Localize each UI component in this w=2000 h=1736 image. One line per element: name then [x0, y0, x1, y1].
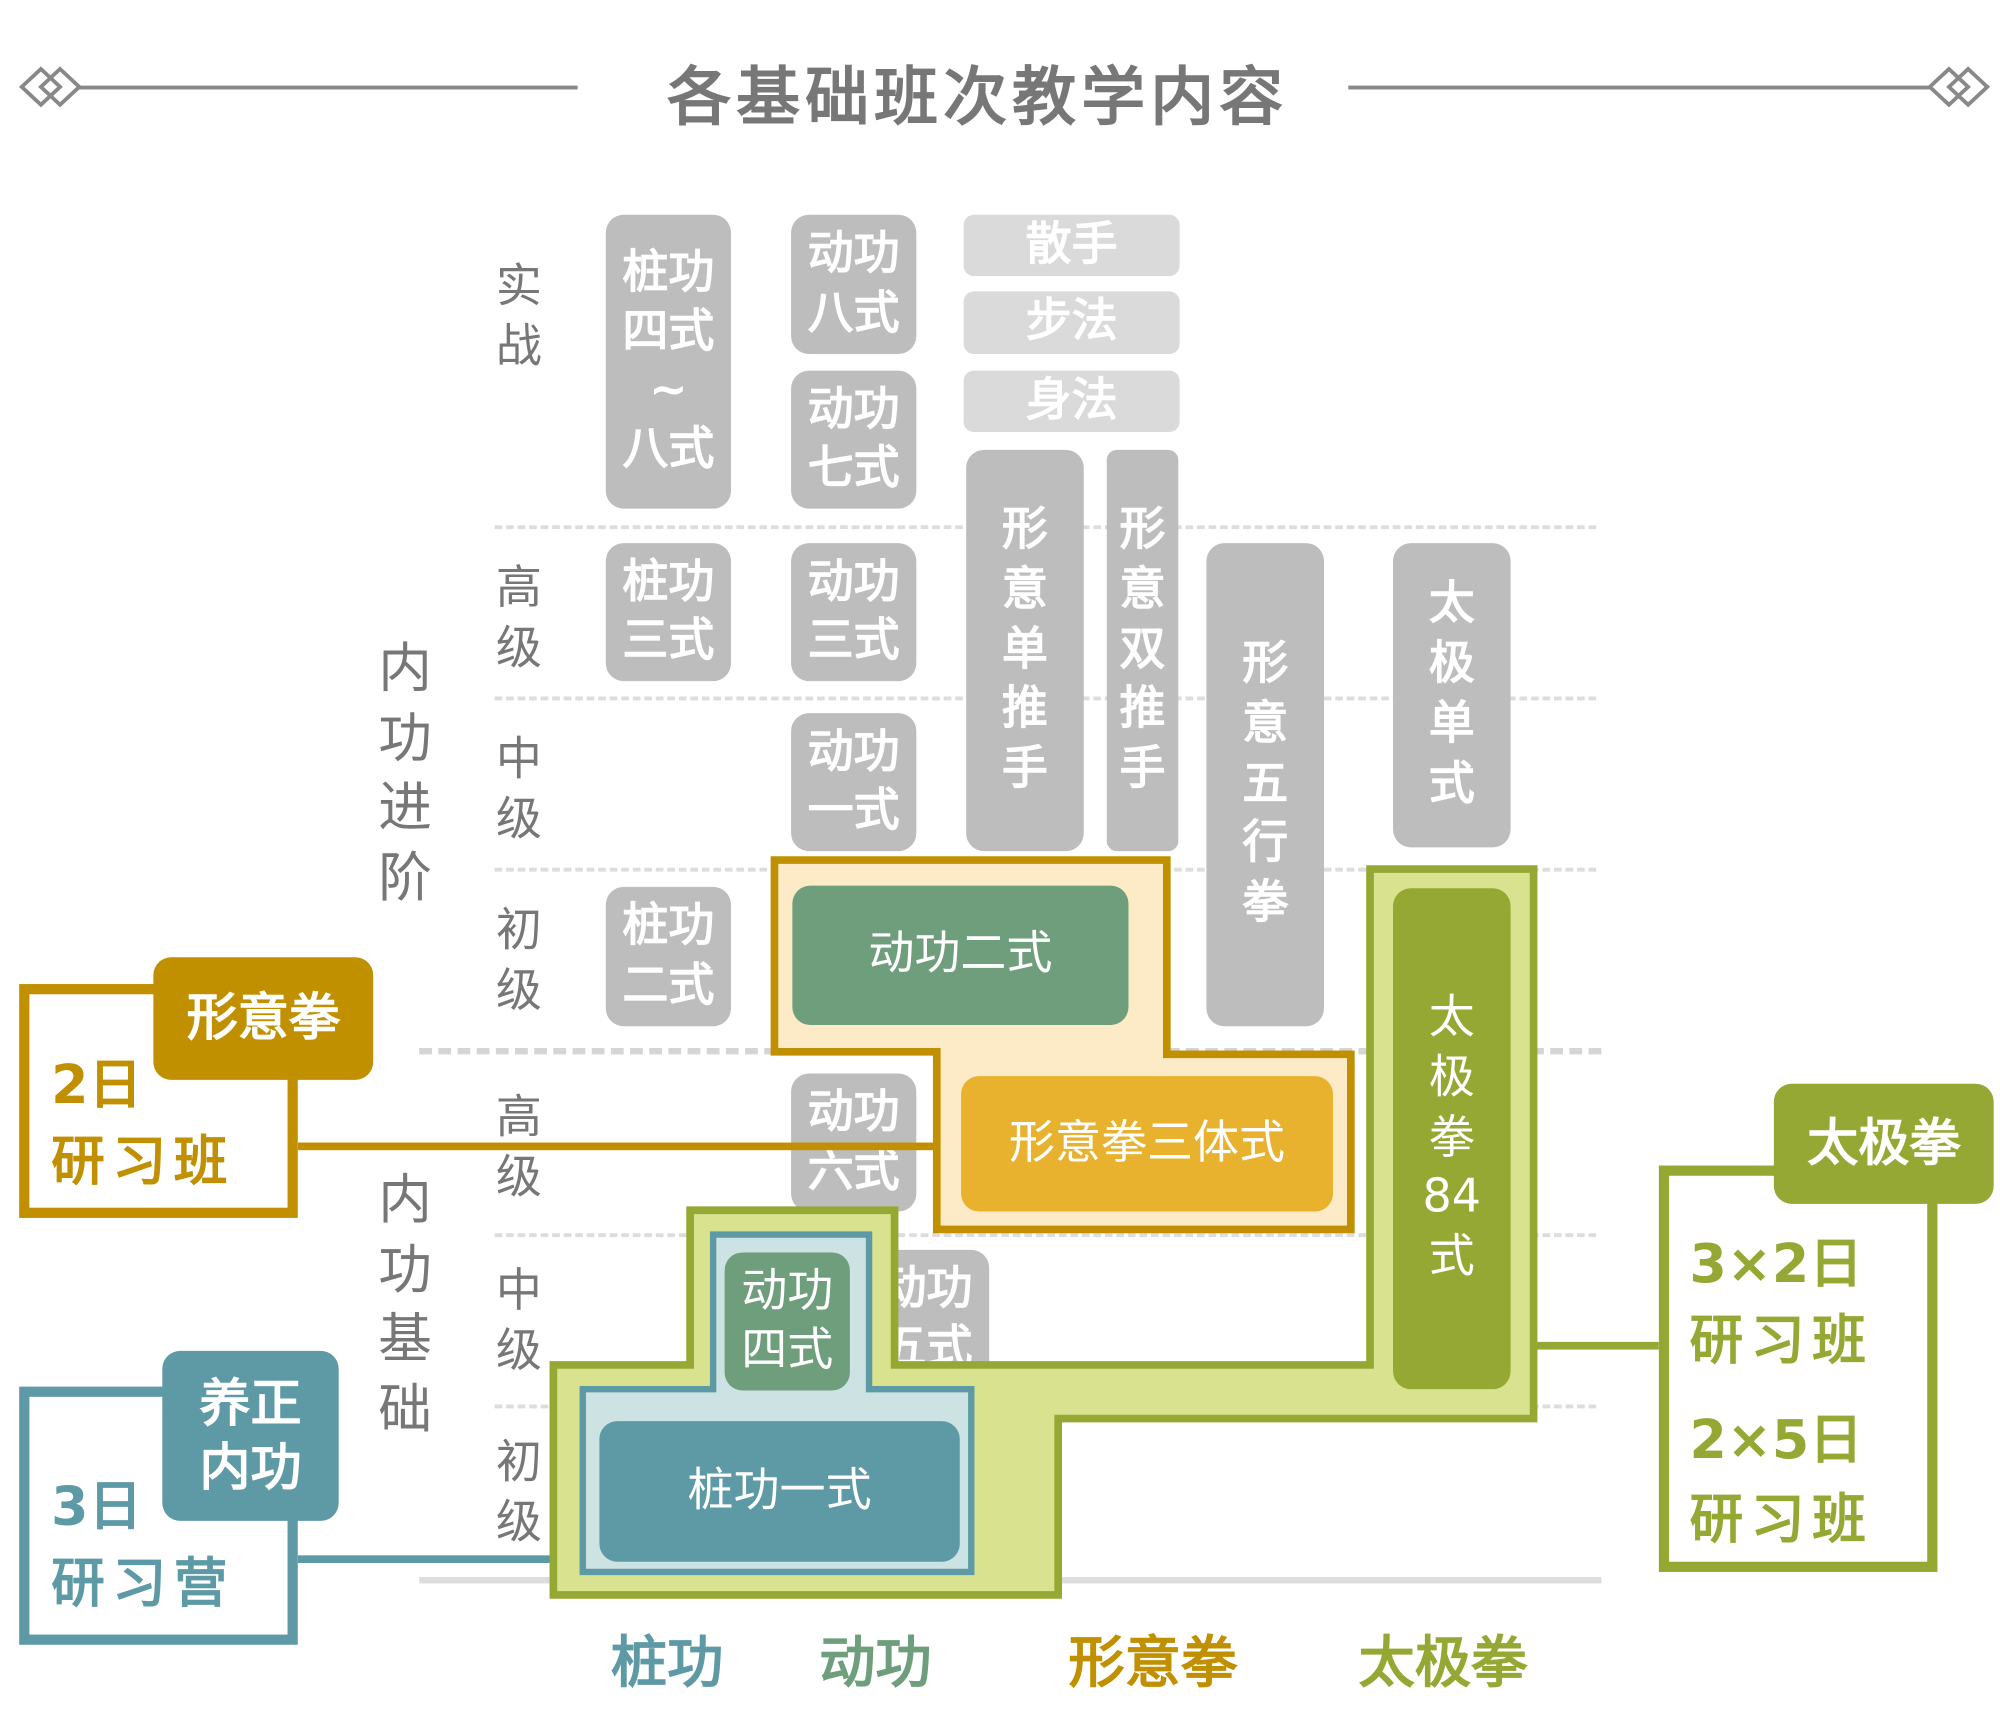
row-label-basic-low: 初级: [495, 1436, 542, 1549]
title-rule-right: [1348, 85, 1930, 90]
box-dong-7: 动功 七式: [791, 370, 917, 509]
box-santi: 形意拳三体式: [961, 1076, 1333, 1212]
box-shenfa: 身法: [963, 370, 1180, 432]
box-sanshou: 散手: [963, 214, 1180, 277]
class-name-xingyi: 研习班: [51, 1129, 236, 1193]
class-tab-taiji: 太极拳: [1773, 1083, 1994, 1204]
box-dong-4: 动功 四式: [724, 1252, 850, 1391]
class-name-yangzheng: 研习营: [51, 1551, 236, 1615]
box-zhuang-4-8: 桩功 四式 ~ 八式: [605, 214, 732, 509]
class-days-taiji-2: 2×5日: [1689, 1408, 1863, 1471]
connector-xingyi: [297, 1142, 937, 1151]
row-label-adv-mid: 中级: [495, 733, 542, 846]
column-label-zhuang: 桩功: [610, 1630, 724, 1696]
box-xingyi-wuxing: 形 意 五 行 拳: [1206, 543, 1325, 1027]
box-taiji-84: 太 极 拳 84 式: [1393, 888, 1511, 1390]
class-name-taiji-2: 研习班: [1689, 1487, 1874, 1551]
box-dong-2: 动功二式: [792, 885, 1129, 1025]
title-rule-left: [79, 85, 578, 90]
class-days-xingyi: 2日: [51, 1053, 143, 1116]
class-tab-yangzheng: 养正 内功: [162, 1350, 339, 1521]
box-zhuang-1: 桩功一式: [599, 1421, 960, 1562]
column-label-xingyi: 形意拳: [1068, 1630, 1238, 1696]
page-title: 各基础班次教学内容: [667, 58, 1289, 135]
box-xingyi-single-push: 形 意 单 推 手: [966, 449, 1084, 852]
class-name-taiji-1: 研习班: [1689, 1308, 1874, 1372]
diamond-ornament-right-icon: [1926, 66, 1991, 108]
class-days-yangzheng: 3日: [51, 1474, 143, 1538]
box-zhuang-2: 桩功 二式: [605, 886, 732, 1027]
row-label-basic-mid: 中级: [495, 1265, 542, 1378]
row-label-combat: 实战: [495, 260, 542, 373]
box-dong-1: 动功 一式: [791, 713, 917, 852]
column-label-taiji: 太极拳: [1358, 1630, 1528, 1696]
box-bufa: 步法: [963, 291, 1180, 355]
divider-basic-high: [494, 1233, 1597, 1238]
class-days-taiji-1: 3×2日: [1689, 1231, 1863, 1295]
box-xingyi-double-push: 形 意 双 推 手: [1106, 449, 1179, 852]
group-label-basic: 内功基础: [378, 1168, 432, 1441]
group-label-advanced: 内功进阶: [378, 636, 432, 909]
box-taiji-single: 太 极 单 式: [1393, 543, 1511, 848]
box-dong-8: 动功 八式: [791, 214, 917, 355]
connector-taiji: [1533, 1341, 1659, 1350]
connector-yangzheng: [297, 1555, 583, 1563]
row-label-adv-low: 初级: [495, 904, 542, 1018]
class-tab-xingyi: 形意拳: [153, 957, 374, 1080]
box-zhuang-3: 桩功 三式: [605, 543, 732, 682]
box-dong-3: 动功 三式: [791, 543, 917, 682]
column-label-dong: 动功: [819, 1630, 932, 1696]
row-label-basic-high: 高级: [495, 1091, 542, 1204]
row-label-adv-high: 高级: [495, 562, 542, 675]
